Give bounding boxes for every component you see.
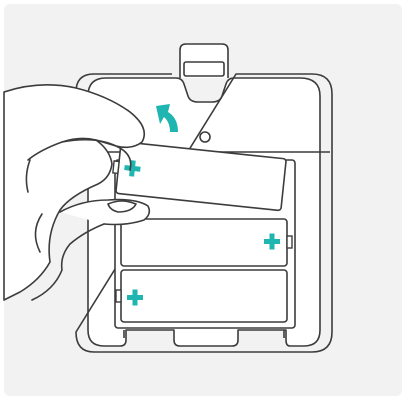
battery-icon [112, 141, 287, 212]
positive-terminal-icon [127, 289, 143, 306]
battery-icon [120, 218, 293, 267]
lift-arrow-icon [156, 104, 178, 132]
battery-icon [115, 269, 288, 323]
positive-terminal-icon [264, 233, 280, 250]
hand-icon [3, 84, 151, 301]
